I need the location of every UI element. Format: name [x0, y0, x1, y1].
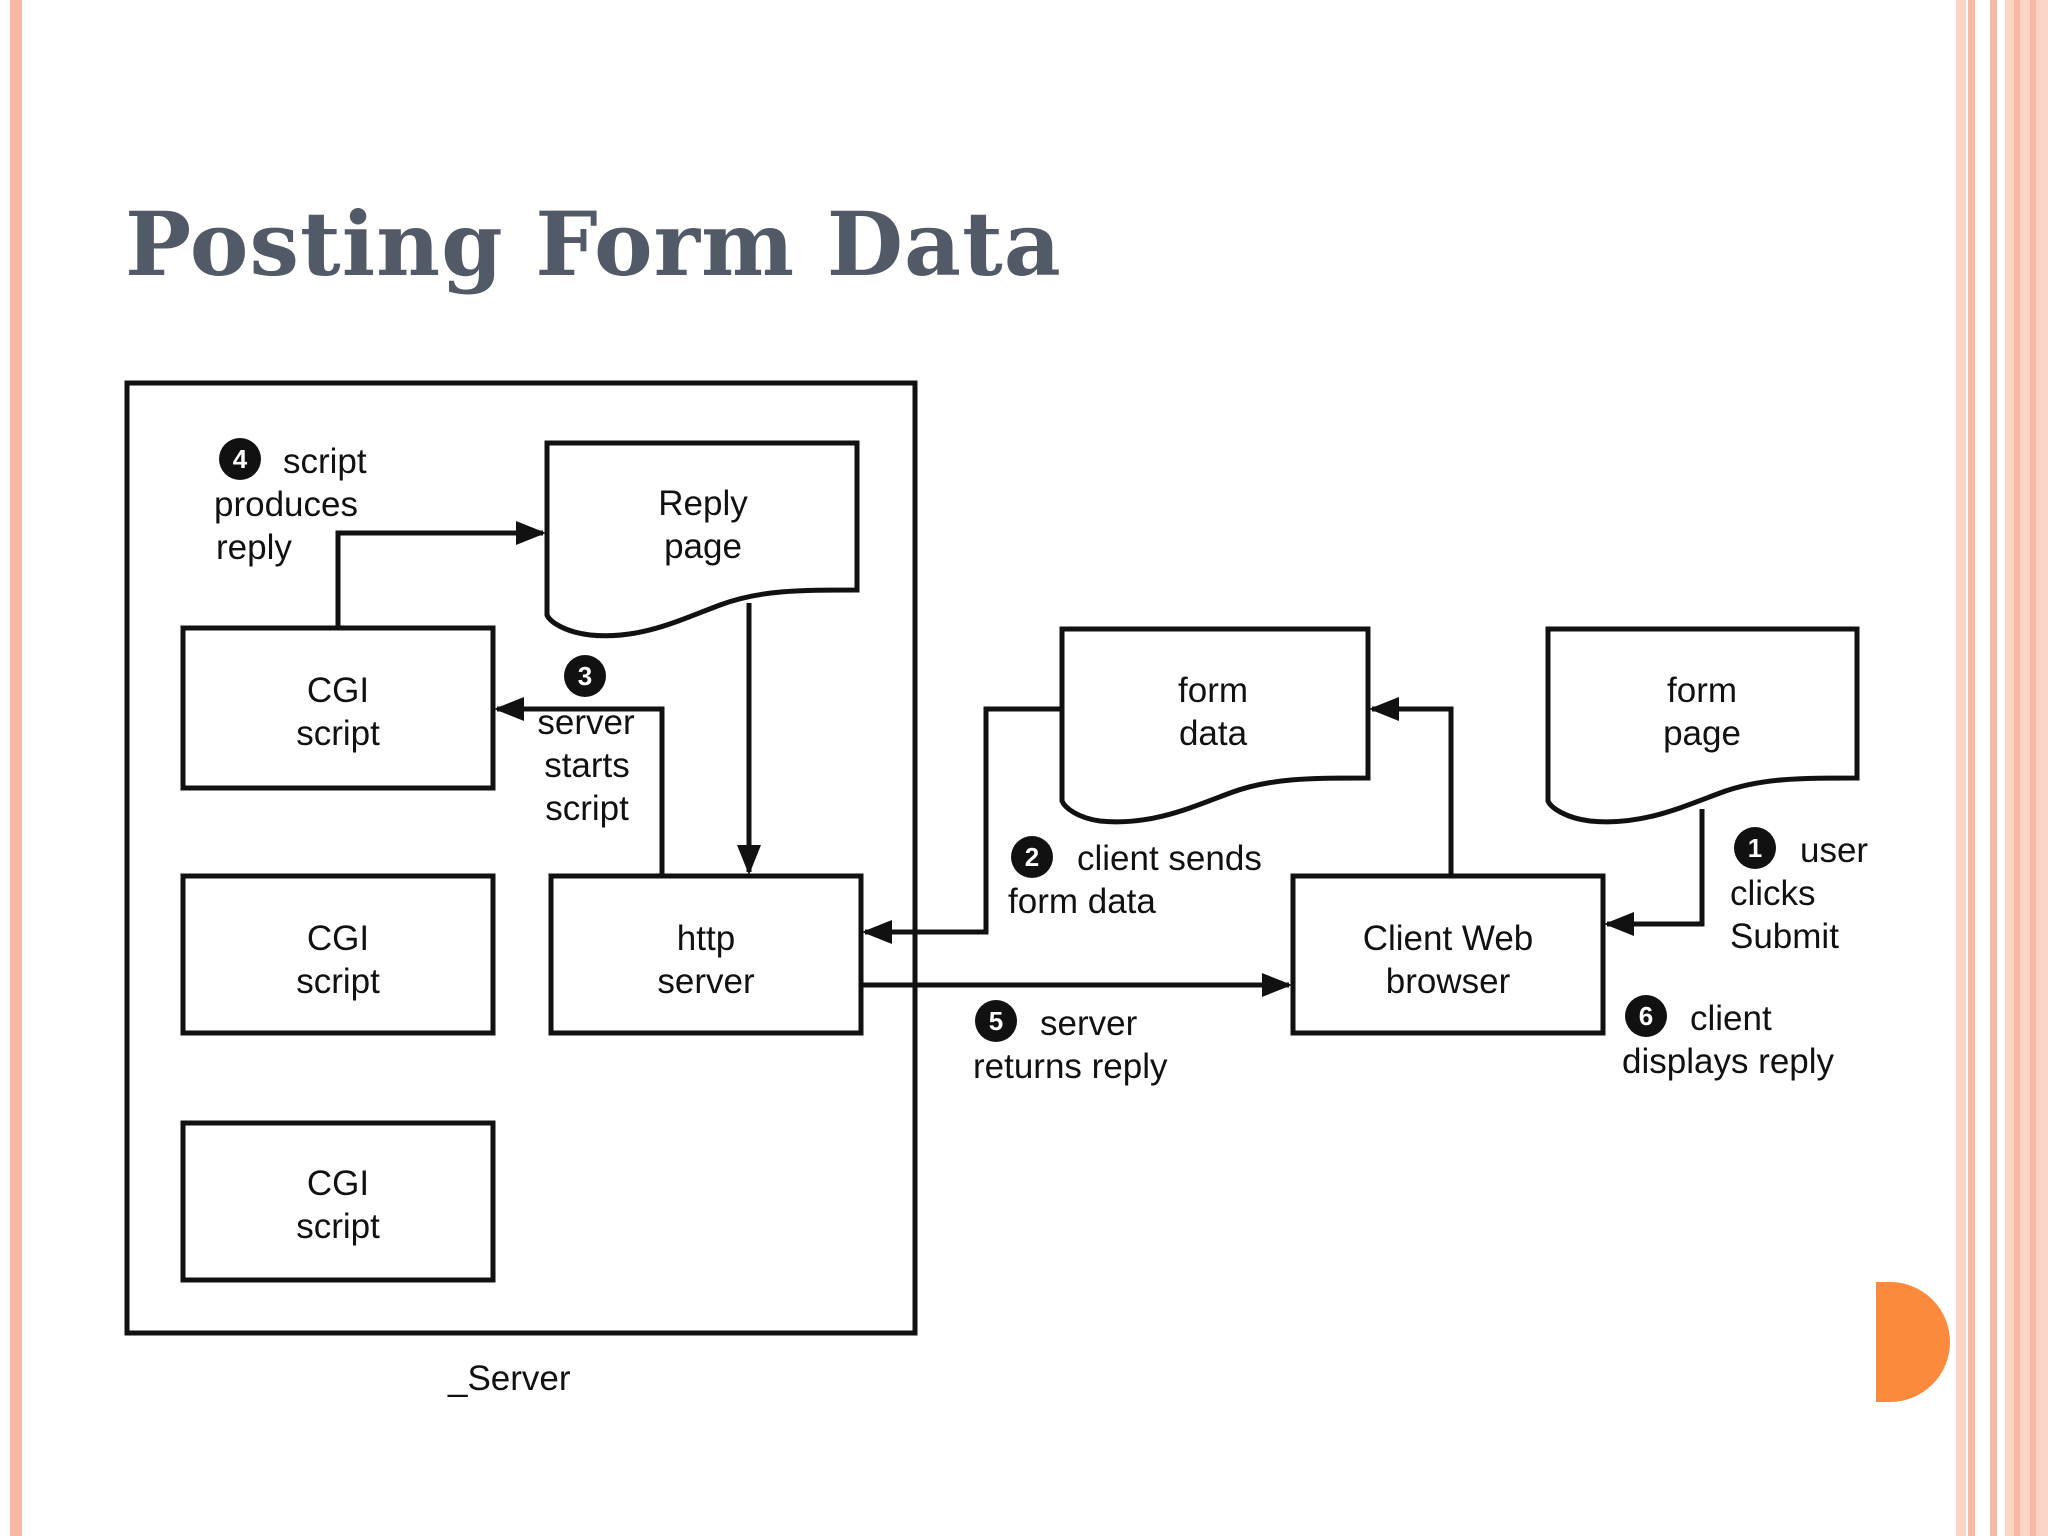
arrow-form-data-to-http-server — [862, 706, 1062, 944]
arrow-cgi-to-reply-page — [335, 521, 546, 628]
step-2-badge — [1011, 836, 1053, 878]
server-container-label: _Server — [447, 1359, 571, 1398]
step-5-text-2: returns reply — [973, 1047, 1168, 1086]
step-5-number: 5 — [989, 1006, 1003, 1036]
arrow-form-page-to-browser — [1604, 809, 1705, 936]
step-6-annotation: 6 client displays reply — [1622, 995, 1835, 1081]
step-1-text-3: Submit — [1730, 917, 1839, 956]
cgi-script-box-3-label-2: script — [296, 1207, 380, 1246]
step-5-badge — [975, 1000, 1017, 1042]
http-server-label-2: server — [657, 962, 755, 1001]
reply-page-label-2: page — [664, 527, 742, 566]
step-4-badge — [219, 438, 261, 480]
step-6-badge — [1625, 995, 1667, 1037]
right-border-stripe-light — [1956, 0, 1966, 1536]
step-5-annotation: 5 server returns reply — [973, 1000, 1168, 1086]
step-3-badge — [564, 655, 606, 697]
client-browser-label-2: browser — [1386, 962, 1511, 1001]
right-border-stripe-1 — [1968, 0, 1975, 1536]
right-border-stripe-5 — [2030, 0, 2036, 1536]
step-3-text-1: server — [537, 703, 635, 742]
cgi-script-box-2-label-1: CGI — [307, 919, 369, 958]
form-data-document: form data — [1059, 626, 1371, 825]
step-2-number: 2 — [1025, 842, 1039, 872]
reply-page-document: Reply page — [544, 440, 860, 639]
orange-half-circle-accent — [1876, 1282, 1950, 1402]
step-6-text-1: client — [1690, 999, 1772, 1038]
slide-title: Posting Form Data — [125, 192, 1062, 296]
right-border-stripe-2 — [1990, 0, 1997, 1536]
step-4-text-1: script — [283, 442, 367, 481]
step-3-text-2: starts — [544, 746, 630, 785]
reply-page-label-1: Reply — [658, 484, 748, 523]
cgi-script-box-1: CGI script — [180, 625, 496, 791]
arrow-browser-to-form-data — [1369, 697, 1454, 876]
step-4-number: 4 — [233, 444, 248, 474]
server-container — [124, 380, 918, 1336]
cgi-script-box-1-label-2: script — [296, 714, 380, 753]
step-2-text-2: form data — [1008, 882, 1156, 921]
step-2-annotation: 2 client sends form data — [1008, 836, 1262, 921]
right-border-stripe-4 — [2014, 0, 2020, 1536]
cgi-script-box-2-label-2: script — [296, 962, 380, 1001]
step-6-number: 6 — [1639, 1001, 1653, 1031]
left-border-stripe — [10, 0, 22, 1536]
client-browser-label-1: Client Web — [1363, 919, 1534, 958]
step-3-text-3: script — [545, 789, 629, 828]
form-data-label-2: data — [1179, 714, 1248, 753]
arrow-http-server-to-cgi — [494, 697, 665, 876]
step-1-annotation: 1 user clicks Submit — [1730, 827, 1868, 956]
step-5-text-1: server — [1040, 1004, 1138, 1043]
step-1-badge — [1734, 827, 1776, 869]
client-web-browser-box: Client Web browser — [1290, 873, 1606, 1036]
step-4-annotation: 4 script produces reply — [214, 438, 367, 567]
cgi-script-box-2: CGI script — [180, 873, 496, 1036]
step-4-text-3: reply — [216, 528, 292, 567]
step-3-annotation: 3 server starts script — [537, 655, 635, 828]
step-1-text-2: clicks — [1730, 874, 1816, 913]
step-1-number: 1 — [1748, 833, 1762, 863]
cgi-script-box-1-label-1: CGI — [307, 671, 369, 710]
cgi-script-box-3: CGI script — [180, 1120, 496, 1283]
step-4-text-2: produces — [214, 485, 358, 524]
http-server-box: http server — [548, 873, 864, 1036]
form-page-label-1: form — [1667, 671, 1737, 710]
step-1-text-1: user — [1800, 831, 1868, 870]
cgi-script-box-3-label-1: CGI — [307, 1164, 369, 1203]
form-data-label-1: form — [1178, 671, 1248, 710]
step-3-number: 3 — [578, 661, 592, 691]
step-2-text-1: client sends — [1077, 839, 1262, 878]
step-6-text-2: displays reply — [1622, 1042, 1835, 1081]
form-page-document: form page — [1545, 626, 1860, 825]
form-page-label-2: page — [1663, 714, 1741, 753]
right-border-stripe-3 — [2005, 0, 2048, 1536]
http-server-label-1: http — [677, 919, 735, 958]
